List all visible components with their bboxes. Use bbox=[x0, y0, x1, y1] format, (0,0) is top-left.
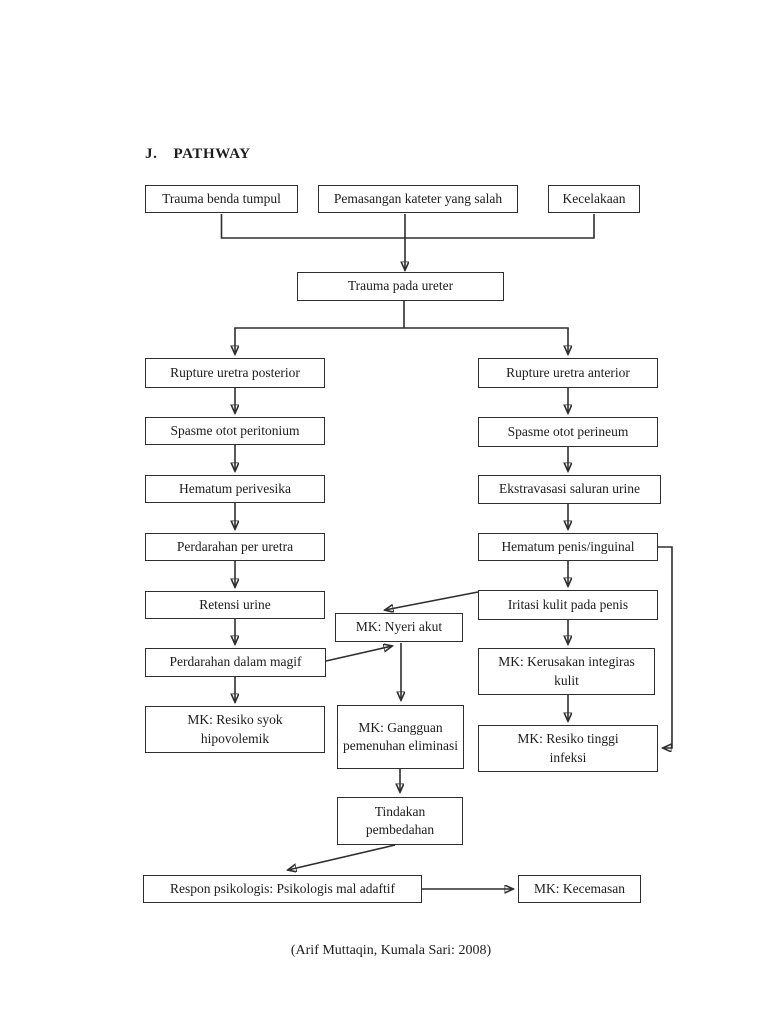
node-iritasi-kulit-pada-penis: Iritasi kulit pada penis bbox=[478, 590, 658, 620]
node-ekstravasasi-saluran-urine: Ekstravasasi saluran urine bbox=[478, 475, 661, 504]
node-kecelakaan: Kecelakaan bbox=[548, 185, 640, 213]
node-mk-resiko-tinggi-infeksi: MK: Resiko tinggi infeksi bbox=[478, 725, 658, 772]
source-caption: (Arif Muttaqin, Kumala Sari: 2008) bbox=[290, 943, 492, 958]
node-retensi-urine: Retensi urine bbox=[145, 591, 325, 619]
node-perdarahan-per-uretra: Perdarahan per uretra bbox=[145, 533, 325, 561]
node-rupture-uretra-anterior: Rupture uretra anterior bbox=[478, 358, 658, 388]
section-heading: J. PATHWAY bbox=[145, 146, 251, 163]
node-mk-gangguan-pemenuhan-eliminasi: MK: Gangguan pemenuhan eliminasi bbox=[337, 705, 464, 769]
node-respon-psikologis: Respon psikologis: Psikologis mal adafti… bbox=[143, 875, 422, 903]
node-perdarahan-dalam-magif: Perdarahan dalam magif bbox=[145, 648, 326, 677]
section-letter: J. bbox=[145, 146, 158, 162]
node-trauma-pada-ureter: Trauma pada ureter bbox=[297, 272, 504, 301]
node-mk-nyeri-akut: MK: Nyeri akut bbox=[335, 613, 463, 642]
node-mk-kerusakan-integiras-kulit: MK: Kerusakan integiras kulit bbox=[478, 648, 655, 695]
node-spasme-otot-peritonium: Spasme otot peritonium bbox=[145, 417, 325, 445]
node-hematum-perivesika: Hematum perivesika bbox=[145, 475, 325, 503]
node-mk-kecemasan: MK: Kecemasan bbox=[518, 875, 641, 903]
node-mk-resiko-syok-hipovolemik: MK: Resiko syok hipovolemik bbox=[145, 706, 325, 753]
node-pemasangan-kateter: Pemasangan kateter yang salah bbox=[318, 185, 518, 213]
section-title: PATHWAY bbox=[173, 146, 251, 162]
node-rupture-uretra-posterior: Rupture uretra posterior bbox=[145, 358, 325, 388]
node-tindakan-pembedahan: Tindakan pembedahan bbox=[337, 797, 463, 845]
node-spasme-otot-perineum: Spasme otot perineum bbox=[478, 417, 658, 447]
node-trauma-benda-tumpul: Trauma benda tumpul bbox=[145, 185, 298, 213]
node-hematum-penis-inguinal: Hematum penis/inguinal bbox=[478, 533, 658, 561]
